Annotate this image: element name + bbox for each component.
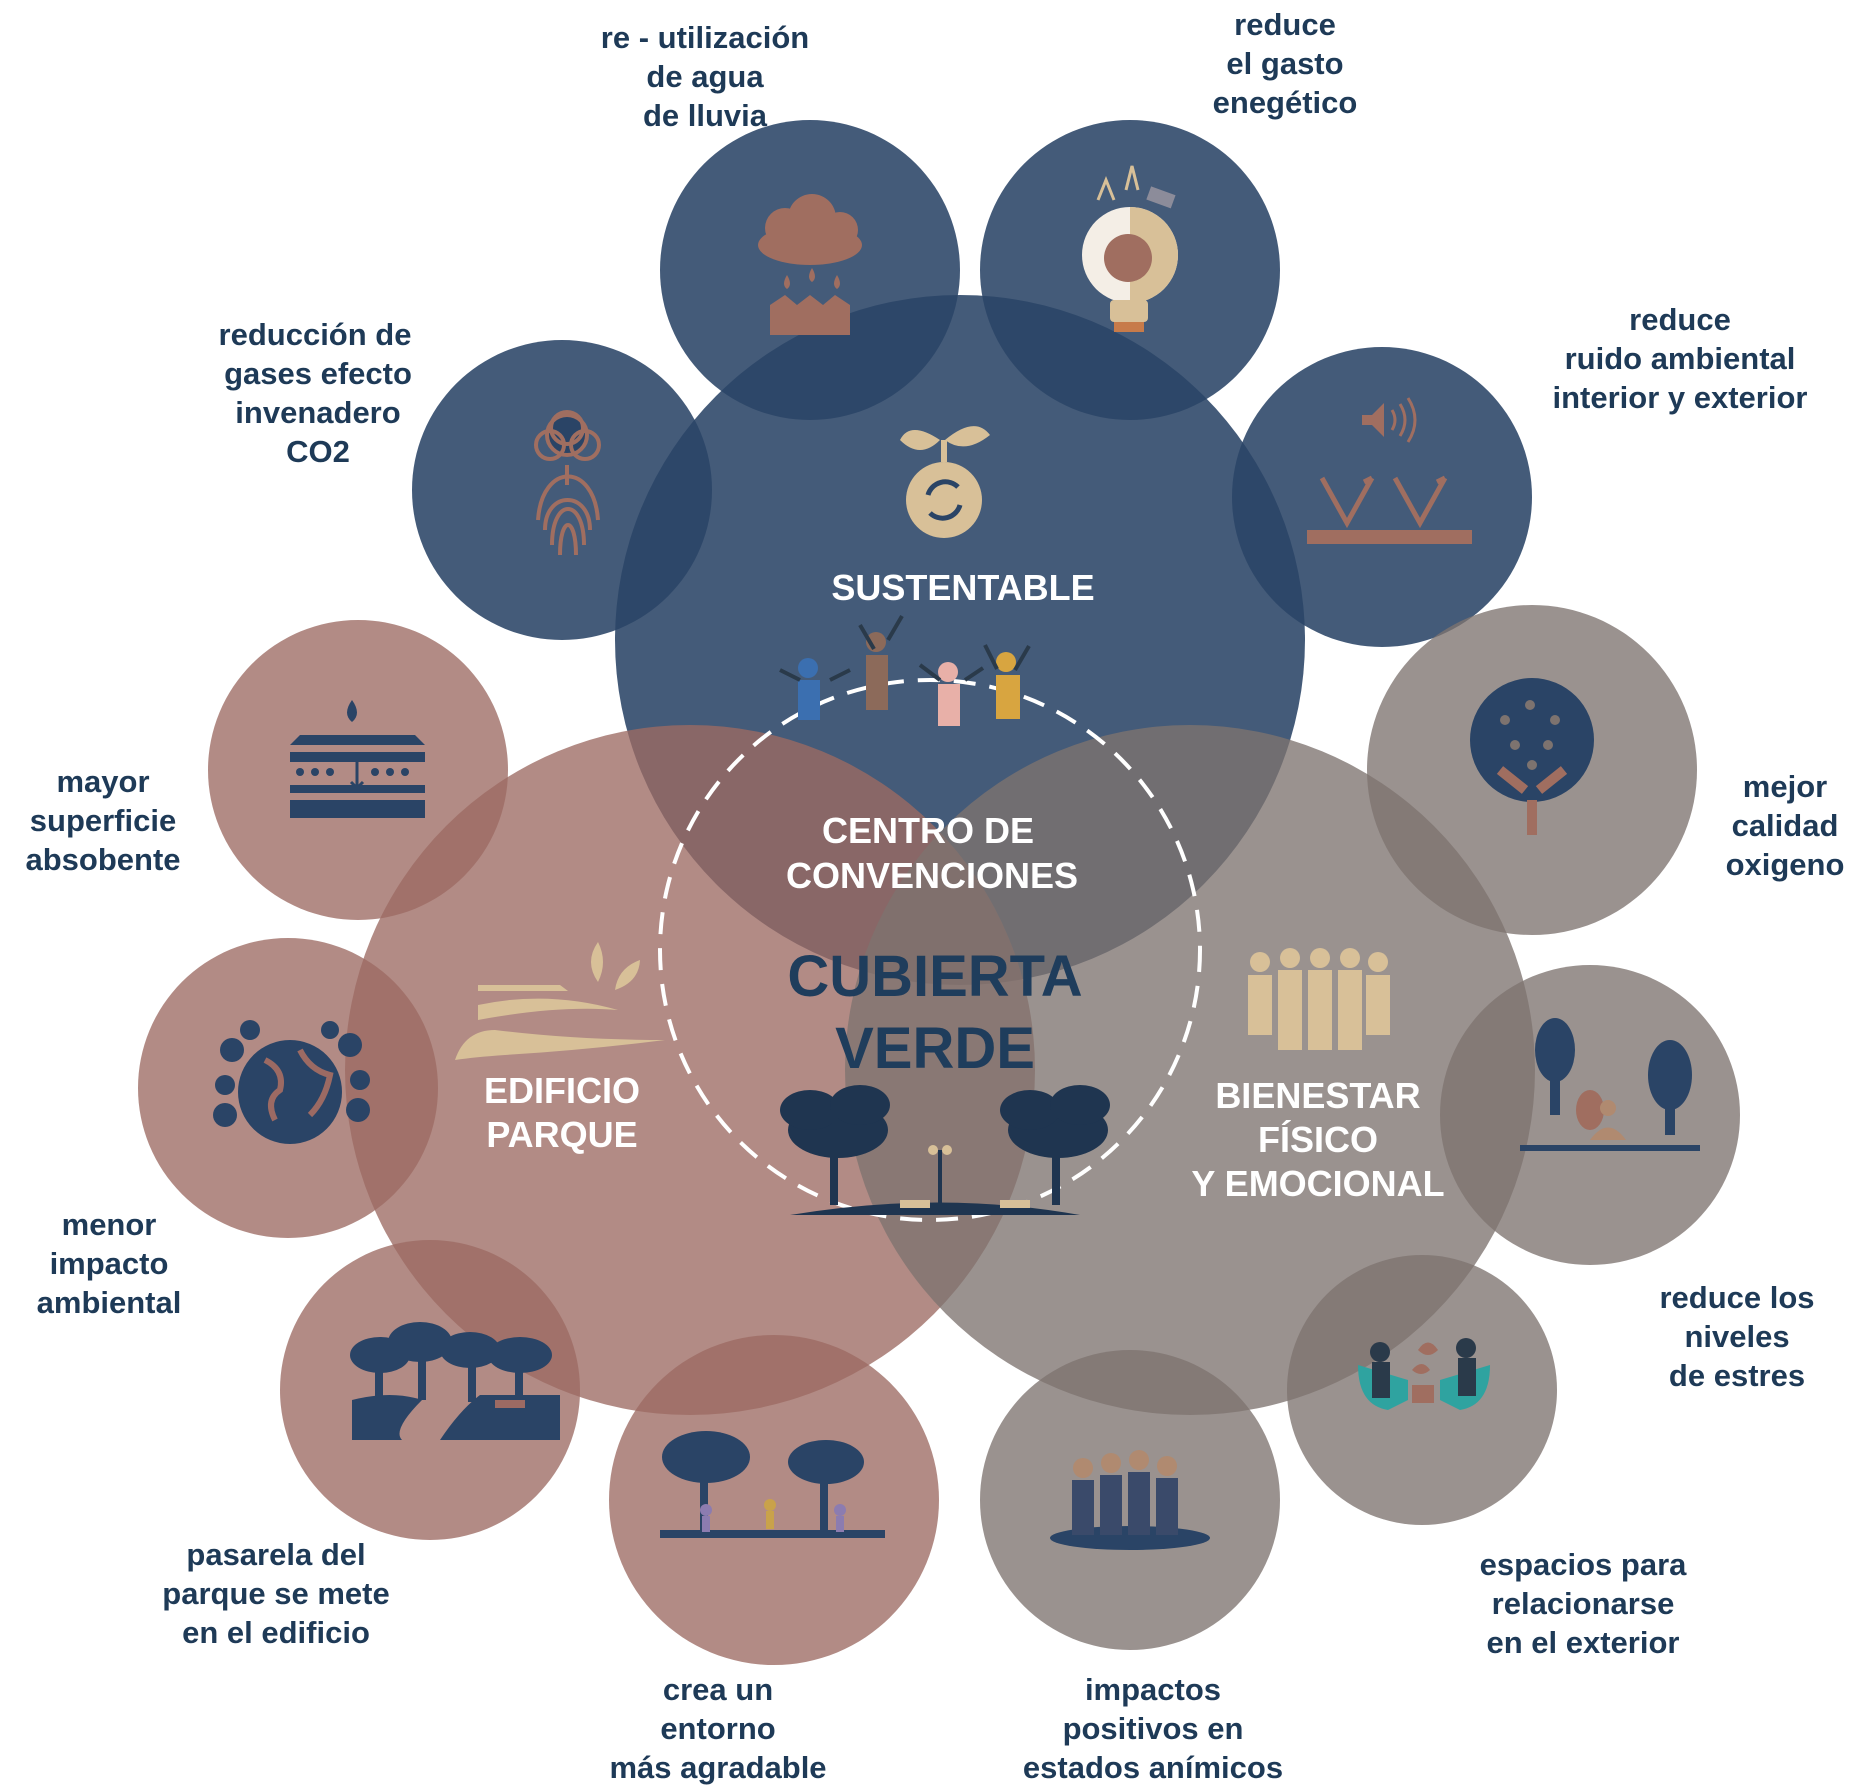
svg-text:mayor: mayor xyxy=(56,764,149,799)
svg-text:entorno: entorno xyxy=(660,1711,775,1746)
people-park-icon xyxy=(660,1431,885,1538)
svg-text:menor: menor xyxy=(62,1207,157,1242)
ruido-circle xyxy=(1232,347,1532,647)
tree-icon xyxy=(1470,678,1594,835)
leaves-path-icon xyxy=(455,942,665,1060)
svg-text:impacto: impacto xyxy=(50,1246,169,1281)
svg-text:ambiental: ambiental xyxy=(37,1285,182,1320)
meditation-icon xyxy=(1520,1018,1700,1151)
estres-label: reduce los niveles de estres xyxy=(1659,1280,1814,1393)
center-title-line2: VERDE xyxy=(835,1016,1035,1081)
svg-text:impactos: impactos xyxy=(1085,1672,1221,1707)
lightbulb-icon xyxy=(1082,165,1178,332)
jumping-people-icon xyxy=(779,614,1031,726)
sound-icon xyxy=(1307,397,1472,544)
svg-text:calidad: calidad xyxy=(1732,808,1839,843)
seedling-recycle-icon xyxy=(900,426,990,538)
edificio-label-line2: PARQUE xyxy=(486,1114,637,1155)
park-path-icon xyxy=(350,1322,560,1440)
impacto-label: menor impacto ambiental xyxy=(37,1207,182,1320)
gases-circle xyxy=(412,340,712,640)
center-dashed-ring xyxy=(658,678,1202,1222)
bienestar-label-line3: Y EMOCIONAL xyxy=(1191,1163,1444,1204)
svg-text:espacios para: espacios para xyxy=(1480,1547,1688,1582)
svg-text:reducción de: reducción de xyxy=(219,317,412,352)
svg-text:estados anímicos: estados anímicos xyxy=(1023,1750,1283,1785)
svg-text:el gasto: el gasto xyxy=(1226,46,1343,81)
tree-fingerprint-icon xyxy=(534,410,601,556)
svg-text:invenadero: invenadero xyxy=(235,395,400,430)
svg-text:de agua: de agua xyxy=(646,59,764,94)
gasto-label: reduce el gasto enegético xyxy=(1213,7,1358,120)
ruido-label: reduce ruido ambiental interior y exteri… xyxy=(1553,302,1808,415)
pasarela-label: pasarela del parque se mete en el edific… xyxy=(162,1537,389,1650)
svg-text:CO2: CO2 xyxy=(286,434,350,469)
chat-chairs-icon xyxy=(1358,1338,1490,1410)
entorno-circle xyxy=(609,1335,939,1665)
oxigeno-label: mejor calidad oxigeno xyxy=(1726,769,1845,882)
svg-text:pasarela del: pasarela del xyxy=(186,1537,365,1572)
svg-text:gases efecto: gases efecto xyxy=(224,356,412,391)
animicos-label: impactos positivos en estados anímicos xyxy=(1023,1672,1283,1785)
center-title-line1: CUBIERTA xyxy=(787,944,1082,1009)
sustentable-label: SUSTENTABLE xyxy=(831,567,1094,608)
svg-text:mejor: mejor xyxy=(1743,769,1827,804)
rain-cloud-icon xyxy=(758,194,862,335)
svg-text:re - utilización: re - utilización xyxy=(601,20,809,55)
group-people-icon xyxy=(1248,948,1390,1050)
agua-circle xyxy=(660,120,960,420)
subtitle-line1: CENTRO DE xyxy=(822,810,1034,851)
svg-text:oxigeno: oxigeno xyxy=(1726,847,1845,882)
svg-text:niveles: niveles xyxy=(1684,1319,1789,1354)
svg-text:en el edificio: en el edificio xyxy=(182,1615,370,1650)
svg-text:absobente: absobente xyxy=(25,842,180,877)
agua-label: re - utilización de agua de lluvia xyxy=(601,20,809,133)
svg-text:de estres: de estres xyxy=(1669,1358,1805,1393)
svg-text:positivos en: positivos en xyxy=(1063,1711,1244,1746)
svg-text:interior y exterior: interior y exterior xyxy=(1553,380,1808,415)
svg-text:parque se mete: parque se mete xyxy=(162,1576,389,1611)
bienestar-label-line1: BIENESTAR xyxy=(1215,1075,1420,1116)
svg-text:en el exterior: en el exterior xyxy=(1487,1625,1680,1660)
edificio-label-line1: EDIFICIO xyxy=(484,1070,640,1111)
svg-text:más agradable: más agradable xyxy=(609,1750,826,1785)
svg-text:reduce los: reduce los xyxy=(1659,1280,1814,1315)
svg-text:relacionarse: relacionarse xyxy=(1492,1586,1675,1621)
svg-text:crea un: crea un xyxy=(663,1672,773,1707)
park-trees-icon xyxy=(780,1085,1110,1215)
relacionarse-label: espacios para relacionarse en el exterio… xyxy=(1480,1547,1688,1660)
superficie-label: mayor superficie absobente xyxy=(25,764,180,877)
svg-text:reduce: reduce xyxy=(1629,302,1731,337)
gases-label: reducción de gases efecto invenadero CO2 xyxy=(219,317,412,469)
bienestar-circle xyxy=(845,725,1535,1415)
pasarela-circle xyxy=(280,1240,580,1540)
svg-text:superficie: superficie xyxy=(30,803,176,838)
globe-icon xyxy=(213,1020,370,1144)
bienestar-label-line2: FÍSICO xyxy=(1258,1119,1378,1160)
entorno-label: crea un entorno más agradable xyxy=(609,1672,826,1785)
happy-people-icon xyxy=(1050,1450,1210,1550)
svg-text:enegético: enegético xyxy=(1213,85,1358,120)
subtitle-line2: CONVENCIONES xyxy=(786,855,1078,896)
svg-text:reduce: reduce xyxy=(1234,7,1336,42)
soil-layers-icon xyxy=(290,700,425,818)
svg-text:de lluvia: de lluvia xyxy=(643,98,768,133)
svg-text:ruido ambiental: ruido ambiental xyxy=(1565,341,1796,376)
